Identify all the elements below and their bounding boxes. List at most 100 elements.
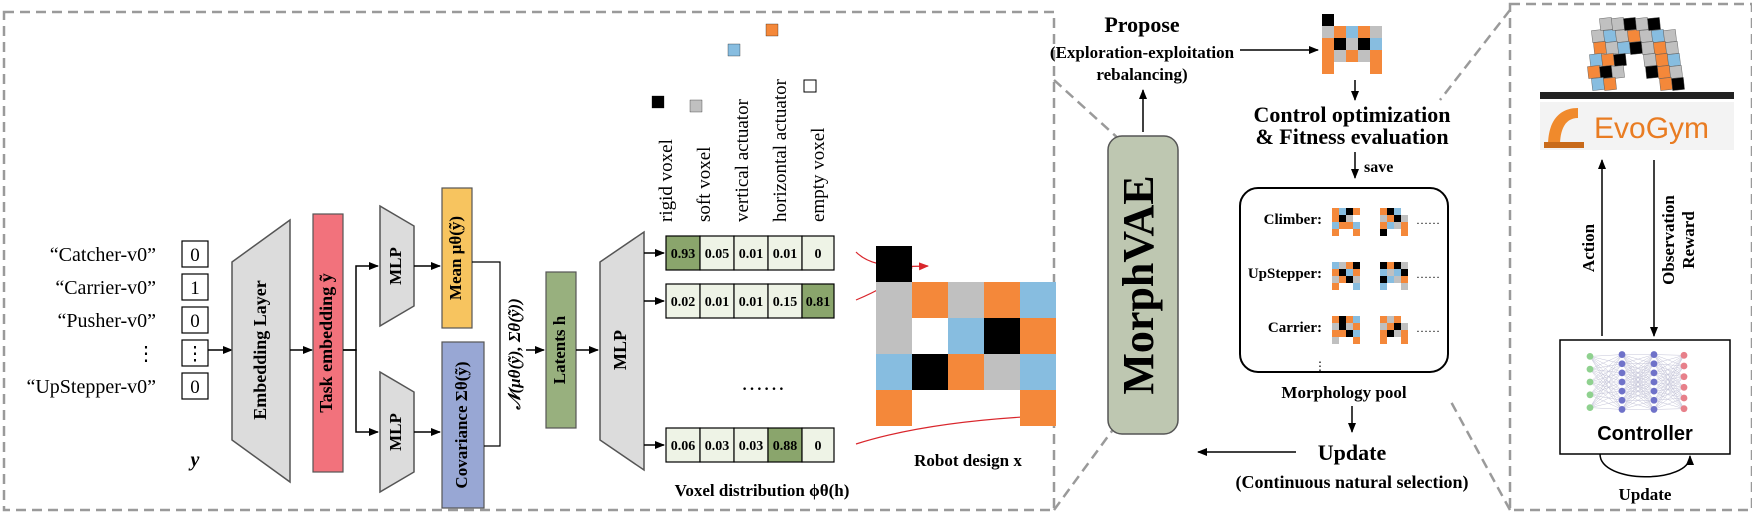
nn-edge [1653, 363, 1685, 377]
robot-voxel [1020, 318, 1056, 354]
voxel-prob-cell [665, 235, 701, 271]
pool-robot-voxel [1332, 229, 1339, 236]
proposed-robot-voxel [1334, 26, 1346, 38]
voxel-prob-cell [767, 235, 803, 271]
nn-edge [1653, 381, 1685, 409]
task-onehot-value: ⋮ [186, 344, 205, 365]
arrow-to-cov-mlp [343, 349, 379, 436]
robot-voxel [876, 246, 912, 282]
nn-node [1650, 396, 1658, 404]
nn-node [1586, 378, 1594, 386]
save-label: save [1364, 159, 1393, 176]
nn-edge [1589, 354, 1623, 395]
nn-edge [1589, 368, 1623, 383]
task-list: “Catcher-v0”0“Carrier-v0”1“Pusher-v0”0⋮⋮… [26, 240, 209, 400]
evogym-ground [1540, 92, 1734, 99]
nn-node [1650, 378, 1658, 386]
nn-edge [1653, 387, 1685, 410]
pool-robot-voxel [1339, 215, 1346, 222]
neural-network-icon [1586, 351, 1688, 413]
voxel-prob-value: 0.88 [773, 439, 798, 454]
pool-row-label: Carrier: [1268, 320, 1322, 336]
voxel-prob-cell [801, 427, 835, 463]
pool-robot-voxel [1332, 283, 1339, 290]
proposed-robot-voxel [1358, 50, 1370, 62]
nn-node [1650, 360, 1658, 368]
nn-edge [1621, 354, 1655, 392]
nn-edge [1589, 372, 1623, 383]
robot-voxel [876, 354, 912, 390]
nn-edge [1653, 365, 1685, 383]
evogym-frame [1508, 2, 1752, 512]
evogym-robot-voxel [1641, 41, 1655, 55]
pool-robot-voxel [1380, 262, 1387, 269]
evogym-robot-voxel [1653, 41, 1667, 55]
legend-label: rigid voxel [656, 139, 677, 222]
propose-subtitle-line2: rebalancing) [1096, 65, 1187, 84]
voxel-prob-cell [733, 427, 769, 463]
robot-voxel [984, 354, 1020, 390]
voxel-prob-cell [733, 283, 769, 319]
nn-edge [1621, 354, 1655, 383]
nn-edge [1653, 400, 1685, 409]
task-name: “Pusher-v0” [58, 310, 156, 332]
controller-label: Controller [1597, 423, 1693, 445]
proposed-robot-voxel [1322, 14, 1334, 26]
robot-voxel [876, 282, 912, 318]
robot-voxel [948, 282, 984, 318]
pool-robot-voxel [1332, 262, 1339, 269]
pool-robot-voxel [1339, 269, 1346, 276]
task-onehot-value: 0 [190, 311, 200, 332]
nn-edge [1653, 408, 1685, 410]
update-subtitle: (Continuous natural selection) [1235, 472, 1468, 493]
evogym-robot [1587, 17, 1685, 91]
pool-robot-voxel [1401, 215, 1408, 222]
pool-row-more: …… [1416, 267, 1440, 281]
pool-robot-voxel [1339, 222, 1346, 229]
voxel-prob-value: 0 [815, 439, 822, 454]
proposed-robot-voxel [1322, 50, 1334, 62]
evogym-robot-voxel [1613, 53, 1627, 67]
nn-edge [1589, 390, 1623, 396]
pool-robot-voxel [1332, 276, 1339, 283]
voxel-prob-value: 0 [815, 247, 822, 262]
pool-robot-voxel [1332, 330, 1339, 337]
red-arrow-row3 [855, 412, 1041, 445]
voxel-prob-value: 0.02 [671, 295, 696, 310]
pool-robot-voxel [1387, 215, 1394, 222]
pool-robot-voxel [1346, 276, 1353, 283]
evogym-robot-voxel [1659, 77, 1673, 91]
action-label: Action [1579, 223, 1598, 272]
nn-node [1618, 378, 1626, 386]
nn-edge [1653, 355, 1685, 392]
nn-node [1618, 351, 1626, 358]
nn-edge [1589, 372, 1623, 396]
voxel-prob-value: 0.81 [806, 295, 831, 310]
evogym-robot-voxel [1647, 17, 1661, 31]
nn-edge [1589, 356, 1623, 392]
robot-voxel [876, 318, 912, 354]
evogym-robot-voxel [1639, 29, 1653, 43]
evogym-robot-voxel [1589, 53, 1603, 67]
nn-edge [1653, 372, 1685, 377]
covariance-label: Covariance Σθ(ỹ) [452, 361, 471, 488]
nn-edge [1589, 381, 1623, 396]
pool-row-label: Climber: [1264, 212, 1322, 228]
normal-bracket [472, 261, 501, 447]
proposed-robot-voxel [1346, 50, 1358, 62]
nn-edge [1589, 354, 1623, 370]
evogym-robot-voxel [1627, 29, 1641, 43]
nn-edge [1589, 356, 1623, 410]
pool-row-more: …… [1416, 321, 1440, 335]
mean-label: Mean μθ(ỹ) [446, 216, 465, 300]
evogym-robot-voxel [1669, 65, 1683, 79]
voxel-prob-value: 0.93 [671, 247, 696, 262]
pool-robot-voxel [1353, 222, 1360, 229]
pool-robot-voxel [1380, 337, 1387, 344]
nn-edge [1589, 400, 1623, 408]
nn-edge [1589, 369, 1623, 410]
nn-edge [1621, 354, 1655, 364]
nn-edge [1589, 407, 1623, 410]
